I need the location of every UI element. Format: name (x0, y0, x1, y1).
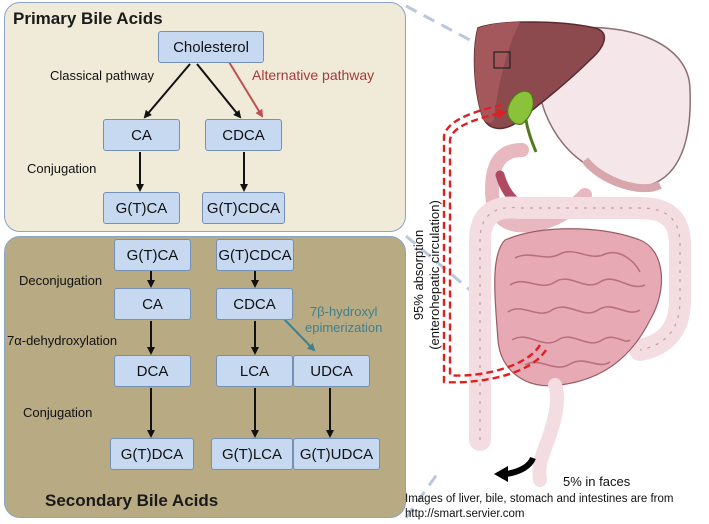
node-dca: DCA (114, 355, 191, 387)
node-gtcdca-secondary: G(T)CDCA (216, 239, 294, 271)
node-cdca-primary: CDCA (205, 119, 282, 151)
stomach-fold (581, 157, 662, 193)
rectum-illustration (532, 378, 564, 487)
node-cdca-secondary: CDCA (216, 288, 293, 320)
absorption-label: 95% absorption (enterohepatic circulatio… (411, 200, 443, 350)
excretion-arrow (505, 456, 536, 477)
node-gtca-primary: G(T)CA (103, 192, 180, 224)
small-intestine-illustration (494, 228, 663, 387)
primary-panel-title: Primary Bile Acids (13, 9, 163, 28)
node-gtlca: G(T)LCA (211, 438, 293, 470)
secondary-panel-title: Secondary Bile Acids (45, 491, 219, 510)
label-classical-pathway: Classical pathway (50, 68, 155, 83)
node-gtca-secondary: G(T)CA (114, 239, 191, 271)
credit-url[interactable]: http://smart.servier.com (405, 508, 525, 520)
label-epimerization: 7β-hydroxyl epimerization (305, 304, 382, 336)
node-gtudca: G(T)UDCA (293, 438, 380, 470)
node-udca: UDCA (293, 355, 370, 387)
label-alternative-pathway: Alternative pathway (252, 67, 375, 83)
circulation-arrow-outer (448, 109, 542, 377)
node-cholesterol: Cholesterol (158, 31, 264, 63)
small-intestine-loops (507, 250, 646, 368)
absorption-line1: 95% absorption (411, 229, 426, 321)
node-gtdca: G(T)DCA (110, 438, 194, 470)
excretion-arrowhead (494, 466, 508, 482)
node-gtcdca-primary: G(T)CDCA (202, 192, 285, 224)
label-deconjugation: Deconjugation (19, 273, 103, 288)
label-conjugation-primary: Conjugation (27, 161, 97, 176)
absorption-line2: (enterohepatic circulation) (427, 200, 442, 350)
liver-lobe (474, 22, 520, 123)
gallbladder-illustration (507, 90, 534, 125)
label-epimerization-line1: 7β-hydroxyl (309, 304, 378, 319)
image-credit: Images of liver, bile, stomach and intes… (405, 492, 673, 522)
colon-haustra (479, 206, 681, 440)
bile-duct (524, 119, 538, 153)
credit-line1: Images of liver, bile, stomach and intes… (405, 493, 674, 505)
circulation-arrow-inner (442, 102, 548, 384)
label-dehydroxylation: 7α-dehydroxylation (7, 333, 118, 348)
node-lca: LCA (216, 355, 293, 387)
liver-zoom-marker (493, 51, 511, 69)
faeces-label: 5% in faces (563, 474, 631, 489)
label-conjugation-secondary: Conjugation (23, 405, 93, 420)
secondary-bile-acids-panel: Secondary Bile Acids (4, 236, 406, 518)
label-epimerization-line2: epimerization (305, 320, 383, 335)
node-ca-secondary: CA (114, 288, 191, 320)
node-ca-primary: CA (103, 119, 180, 151)
